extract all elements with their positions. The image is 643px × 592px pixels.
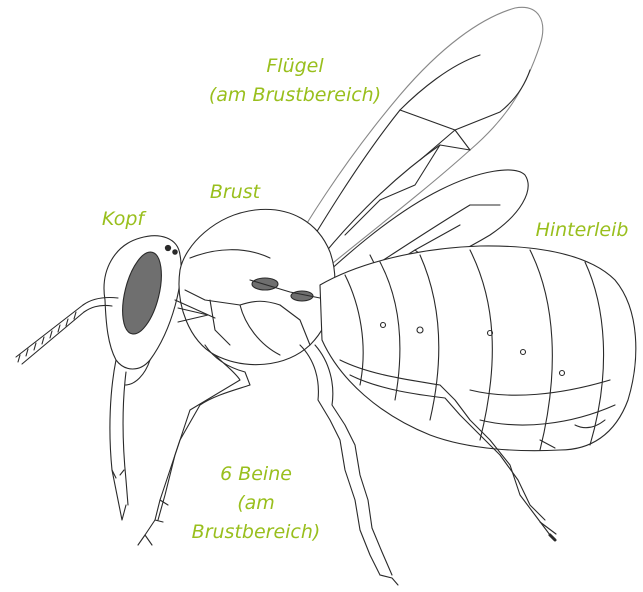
label-legs: 6 Beine (am Brustbereich) — [186, 460, 326, 547]
abdomen — [320, 246, 636, 451]
mouthparts — [110, 360, 128, 520]
label-wings-line2: (am Brustbereich) — [200, 81, 390, 110]
label-abdomen: Hinterleib — [527, 216, 637, 245]
label-legs-line3: Brustbereich) — [186, 518, 326, 547]
label-wings: Flügel (am Brustbereich) — [200, 52, 390, 110]
label-thorax: Brust — [200, 178, 270, 207]
label-wings-line1: Flügel — [200, 52, 390, 81]
label-legs-line1: 6 Beine — [186, 460, 326, 489]
thorax — [175, 209, 335, 364]
label-head: Kopf — [92, 205, 154, 234]
label-legs-line2: (am — [186, 489, 326, 518]
antenna — [16, 297, 118, 364]
